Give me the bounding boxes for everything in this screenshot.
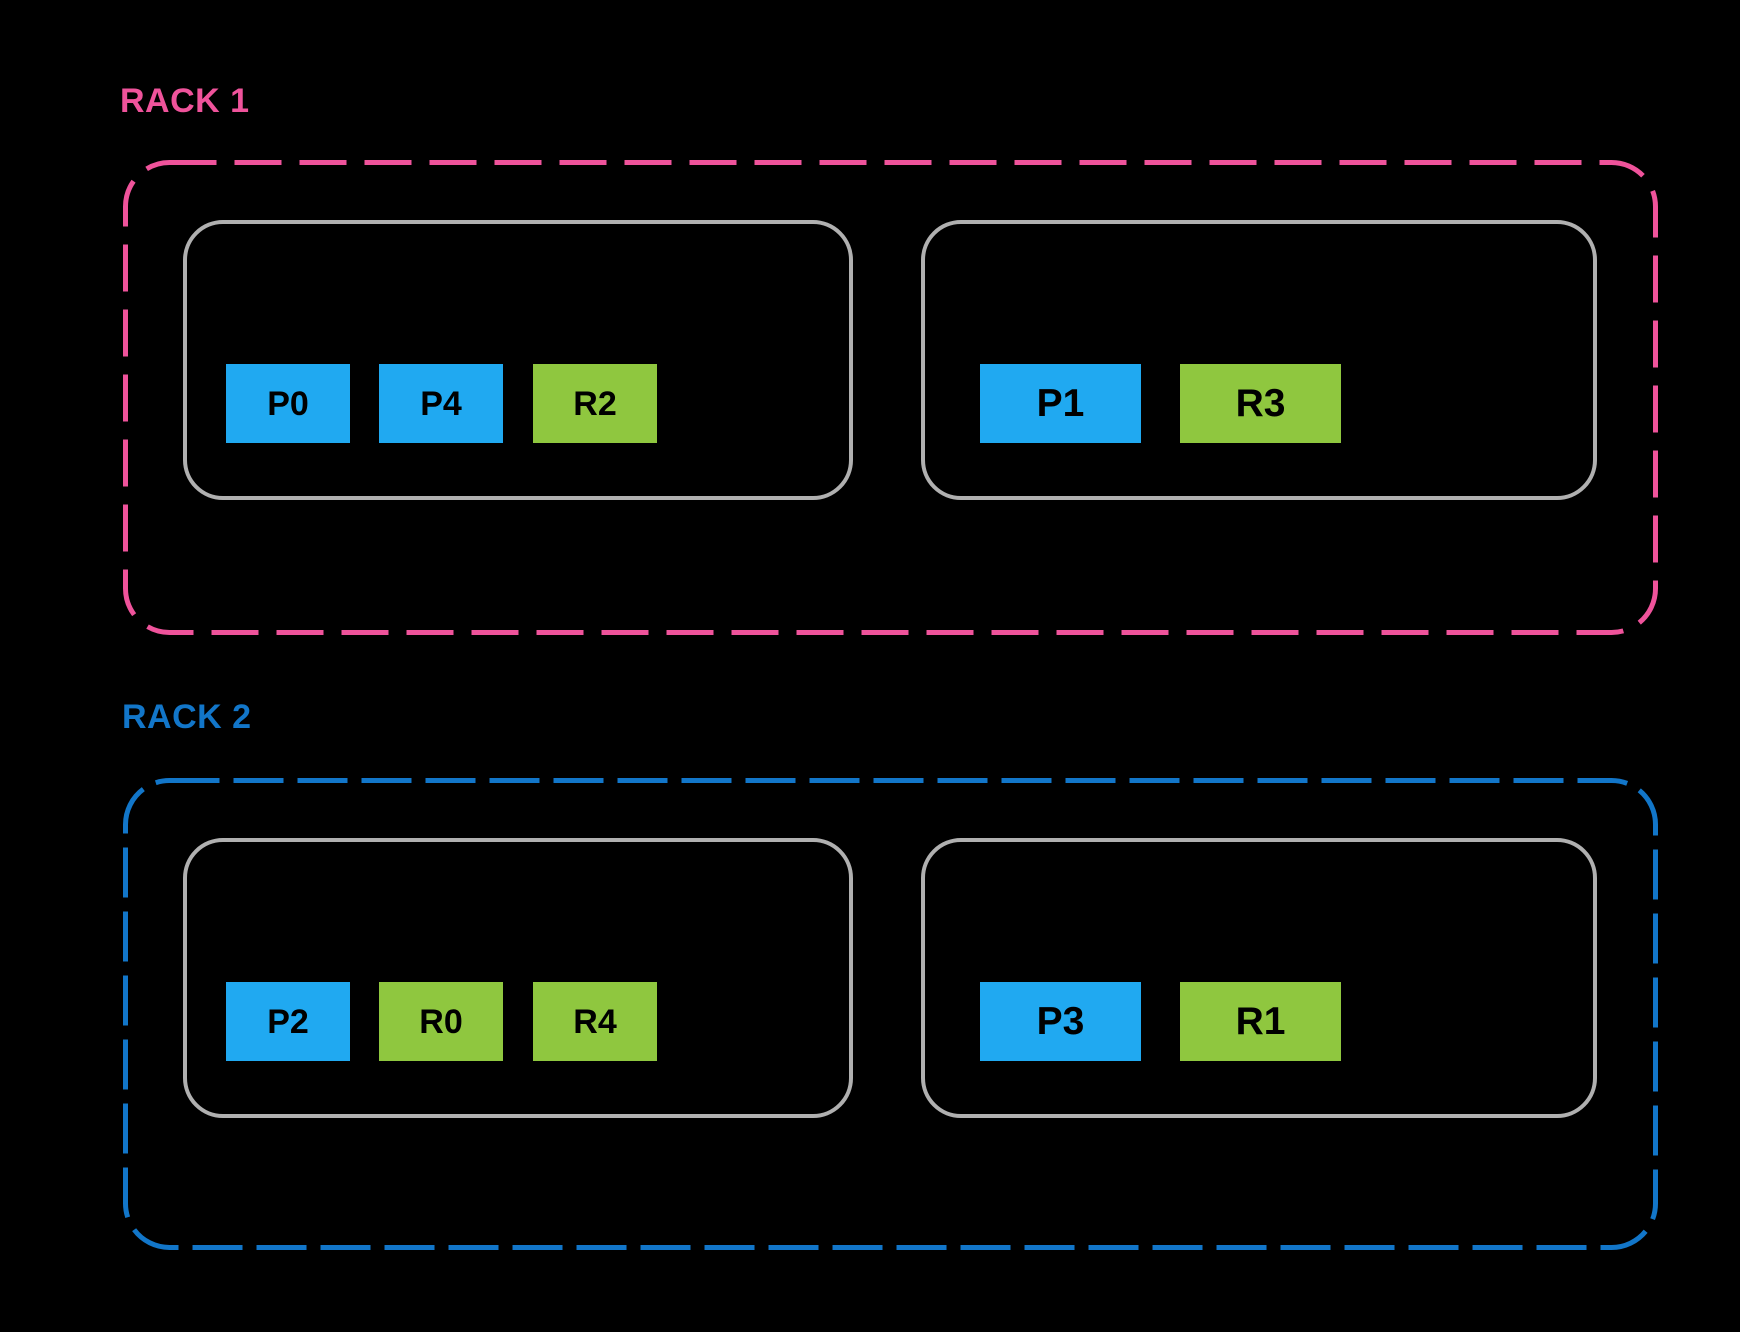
shard-chip: P1: [980, 364, 1141, 443]
rack-2-node-1: P2 R0 R4: [183, 838, 853, 1118]
shard-chip: R4: [533, 982, 657, 1061]
shard-chip: R3: [1180, 364, 1341, 443]
shard-chip: P4: [379, 364, 503, 443]
shard-chip: R1: [1180, 982, 1341, 1061]
shard-chip: P2: [226, 982, 350, 1061]
rack-1-label: RACK 1: [120, 82, 250, 120]
rack-2-dashed-border: [123, 778, 1658, 1250]
rack-1-node-1: P0 P4 R2: [183, 220, 853, 500]
rack-2-label: RACK 2: [122, 698, 252, 736]
shard-chip: P0: [226, 364, 350, 443]
rack-2-node-2: P3 R1: [921, 838, 1597, 1118]
shard-chip: R0: [379, 982, 503, 1061]
rack-2-container: P2 R0 R4 P3 R1: [123, 778, 1658, 1250]
shard-chip: R2: [533, 364, 657, 443]
rack-1-container: P0 P4 R2 P1 R3: [123, 160, 1658, 635]
shard-chip: P3: [980, 982, 1141, 1061]
rack-1-node-2: P1 R3: [921, 220, 1597, 500]
rack-1-dashed-border: [123, 160, 1658, 635]
